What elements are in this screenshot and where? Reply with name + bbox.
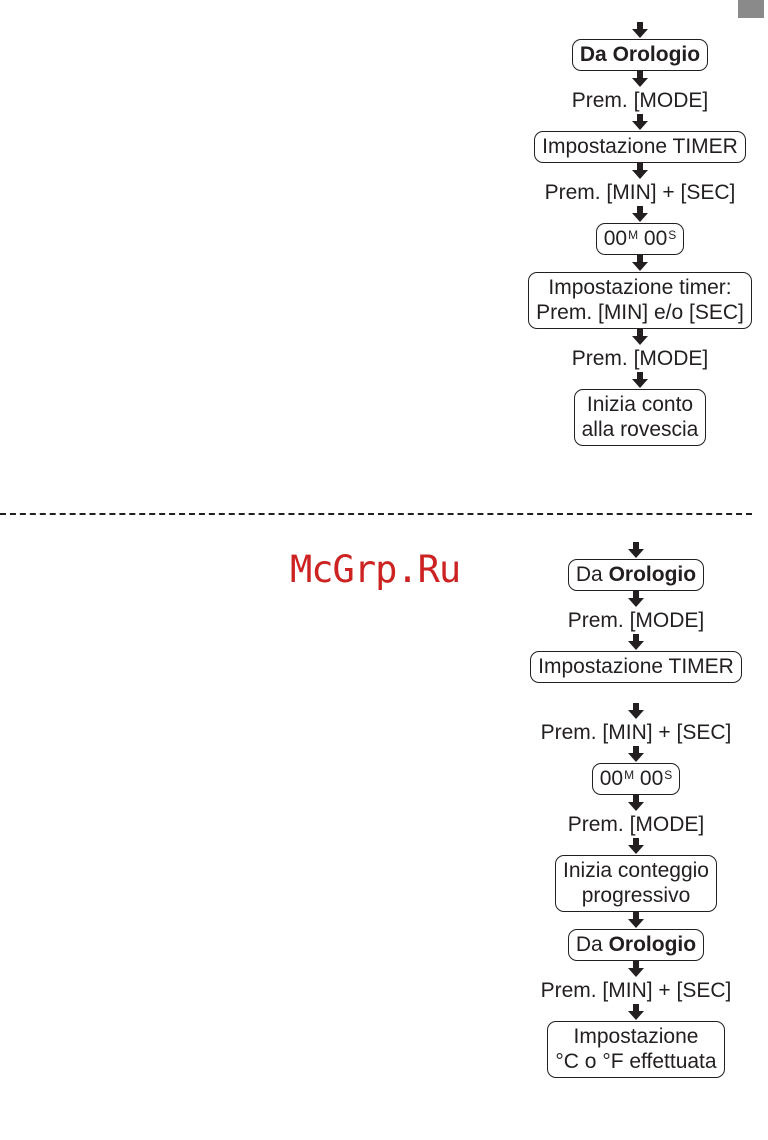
timer-display-box: 00M 00S: [595, 223, 685, 255]
down-arrow-icon: [628, 961, 644, 978]
timer-set-line-2: Prem. [MIN] e/o [SEC]: [536, 301, 744, 324]
step-press-mode: Prem. [MODE]: [567, 609, 705, 632]
down-arrow-icon: [632, 206, 648, 223]
countdown-line-1: Inizia conto: [586, 393, 694, 416]
step-press-min-sec: Prem. [MIN] + [SEC]: [544, 181, 736, 204]
clock-mode-box: Da Orologio: [567, 559, 705, 591]
down-arrow-icon: [632, 71, 648, 88]
down-arrow-icon: [628, 634, 644, 651]
display-seconds: 00: [639, 767, 664, 790]
seconds-unit: S: [664, 768, 673, 782]
step-press-mode: Prem. [MODE]: [571, 347, 709, 370]
down-arrow-icon: [632, 372, 648, 389]
step-press-min-sec: Prem. [MIN] + [SEC]: [540, 979, 732, 1002]
minutes-unit: M: [628, 228, 639, 242]
timer-setting-box: Impostazione TIMER: [534, 131, 746, 163]
down-arrow-icon: [628, 542, 644, 559]
clock-mode-label-bold: Orologio: [608, 563, 697, 586]
section-divider: [0, 513, 752, 515]
countdown-flowchart: Da Orologio Prem. [MODE] Impostazione TI…: [490, 22, 768, 446]
down-arrow-icon: [628, 746, 644, 763]
countup-line-1: Inizia conteggio: [563, 859, 709, 882]
clock-mode-label: Da: [579, 43, 607, 66]
down-arrow-icon: [632, 255, 648, 272]
timer-set-line-1: Impostazione timer:: [548, 276, 732, 299]
countdown-start-box: Inizia conto alla rovescia: [573, 389, 707, 446]
step-press-min-sec: Prem. [MIN] + [SEC]: [540, 721, 732, 744]
down-arrow-icon: [632, 163, 648, 180]
clock-mode-box: Da Orologio: [571, 39, 709, 71]
clock-mode-label-bold: Orologio: [608, 933, 697, 956]
seconds-unit: S: [668, 228, 677, 242]
down-arrow-icon: [628, 912, 644, 929]
timer-setting-box: Impostazione TIMER: [530, 651, 742, 683]
step-press-mode: Prem. [MODE]: [567, 813, 705, 836]
clock-mode-label: Da: [575, 563, 603, 586]
countdown-line-2: alla rovescia: [581, 418, 699, 441]
countup-start-box: Inizia conteggio progressivo: [555, 855, 717, 912]
timer-set-instruction-box: Impostazione timer: Prem. [MIN] e/o [SEC…: [528, 272, 752, 329]
step-press-mode: Prem. [MODE]: [571, 89, 709, 112]
down-arrow-icon: [632, 329, 648, 346]
down-arrow-icon: [632, 114, 648, 131]
page-tab-marker: [738, 0, 764, 18]
clock-mode-box: Da Orologio: [567, 929, 705, 961]
down-arrow-icon: [628, 591, 644, 608]
down-arrow-icon: [628, 1004, 644, 1021]
down-arrow-icon: [628, 703, 644, 720]
display-seconds: 00: [643, 227, 668, 250]
down-arrow-icon: [628, 838, 644, 855]
display-minutes: 00: [603, 227, 628, 250]
down-arrow-icon: [632, 22, 648, 39]
minutes-unit: M: [624, 768, 635, 782]
countup-line-2: progressivo: [581, 884, 691, 907]
unit-line-2: °C o °F effettuata: [555, 1050, 717, 1073]
clock-mode-label: Da: [575, 933, 603, 956]
timer-display-box: 00M 00S: [591, 763, 681, 795]
display-minutes: 00: [599, 767, 624, 790]
countup-flowchart: Da Orologio Prem. [MODE] Impostazione TI…: [486, 542, 768, 1078]
temperature-unit-box: Impostazione °C o °F effettuata: [547, 1021, 725, 1078]
clock-mode-label-bold: Orologio: [612, 43, 701, 66]
watermark: McGrp.Ru: [290, 548, 461, 591]
down-arrow-icon: [628, 795, 644, 812]
unit-line-1: Impostazione: [573, 1025, 699, 1048]
